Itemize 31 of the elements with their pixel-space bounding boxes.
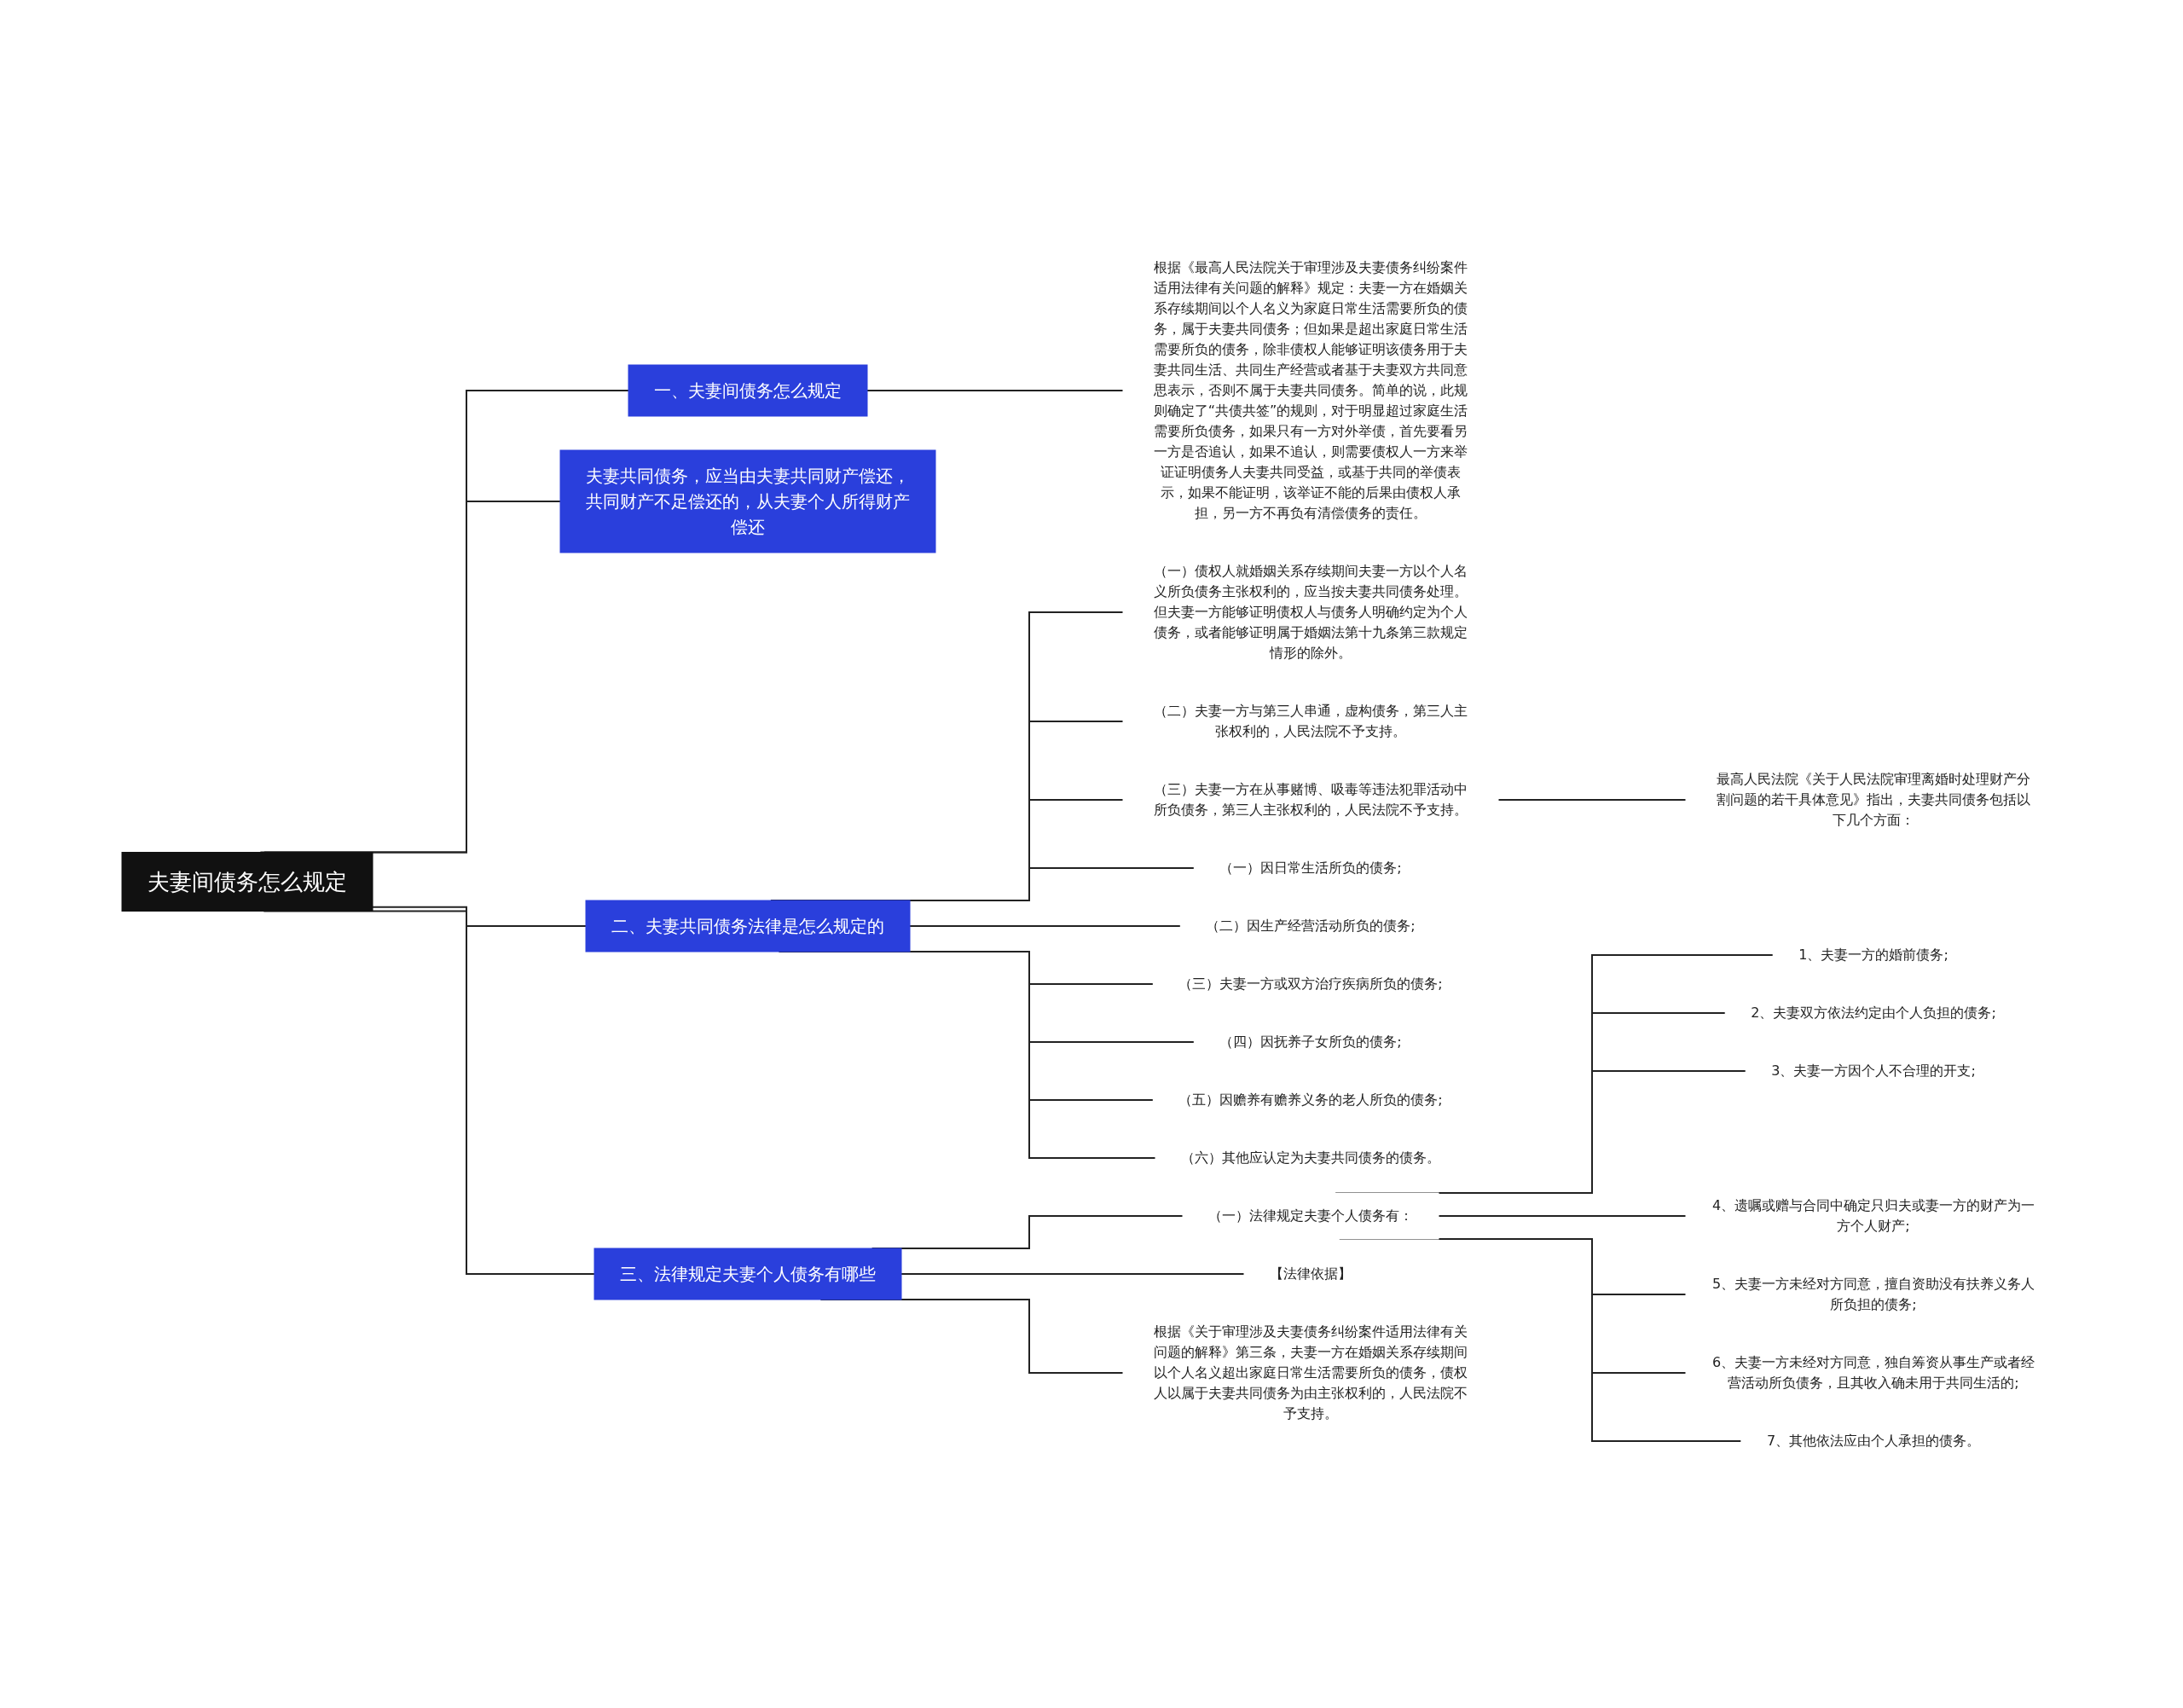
node-text: （二）夫妻一方与第三人串通，虚构债务，第三人主张权利的，人民法院不予支持。	[1154, 702, 1468, 739]
node-text: （六）其他应认定为夫妻共同债务的债务。	[1181, 1149, 1440, 1166]
node-text: 6、夫妻一方未经对方同意，独自筹资从事生产或者经营活动所负债务，且其收入确未用于共同生活的;	[1711, 1353, 2035, 1391]
node-text: （二）因生产经营活动所负的债务;	[1206, 917, 1416, 934]
connector	[1438, 1214, 1687, 1217]
node-text: （三）夫妻一方在从事赌博、吸毒等违法犯罪活动中所负债务，第三人主张权利的，人民法院不予支持。	[1154, 780, 1468, 818]
node-text: 最高人民法院《关于人民法院审理离婚时处理财产分割问题的若干具体意见》指出，夫妻共同债务包括以下几个方面：	[1717, 770, 2030, 828]
node-box	[121, 851, 373, 912]
node-box	[559, 449, 936, 553]
node-text: 2、夫妻双方依法约定由个人负担的债务;	[1751, 1004, 1996, 1021]
node-text: （一）债权人就婚姻关系存续期间夫妻一方以个人名义所负债务主张权利的，应当按夫妻共同债务处理。但夫妻一方能够证明债权人与债务人明确约定为个人债务，或者能够证明属于婚姻法第十九条第三款规定情形的除外。	[1154, 562, 1468, 661]
node-text: （五）因赡养有赡养义务的老人所负的债务;	[1178, 1091, 1443, 1108]
connector	[372, 906, 587, 927]
node-text: 根据《关于审理涉及夫妻债务纠纷案件适用法律有关问题的解释》第三条，夫妻一方在婚姻关系存续期间以个人名义超出家庭日常生活需要所负的债务，债权人以属于夫妻共同债务为由主张权利的，人民法院不予支持。	[1154, 1323, 1468, 1421]
connector	[900, 1272, 1245, 1275]
node-text: 5、夫妻一方未经对方同意，擅自资助没有扶养义务人所负担的债务;	[1711, 1275, 2035, 1312]
node-text: 7、其他依法应由个人承担的债务。	[1766, 1432, 1981, 1449]
node-text: 1、夫妻一方的婚前债务;	[1798, 946, 1948, 963]
node-box	[594, 1248, 902, 1300]
node-text: （四）因抚养子女所负的债务;	[1219, 1033, 1402, 1050]
node-text: 4、遗嘱或赠与合同中确定只归夫或妻一方的财产为一方个人财产;	[1711, 1196, 2035, 1234]
node-text: （三）夫妻一方或双方治疗疾病所负的债务;	[1178, 975, 1443, 992]
connector	[1497, 798, 1687, 801]
node-box	[585, 900, 911, 952]
node-text: 3、夫妻一方因个人不合理的开支;	[1771, 1062, 1976, 1079]
node-text: 根据《最高人民法院关于审理涉及夫妻债务纠纷案件适用法律有关问题的解释》规定：夫妻一方在婚姻关系存续期间以个人名义为家庭日常生活需要所负的债务，属于夫妻共同债务；但如果是超出家庭日常生活需要所负的债务，除非债权人能够证明该债务用于夫妻共同生活、共同生产经营或者基于夫妻双方共同意思表示，否则不属于夫妻共同债务。简单的说，此规则确定了“共债共签”的规则，对于明显超过家庭生活需要所负债务，如果只有一方对外举债，首先要看另一方是否追认，如果不追认，则需要债权人一方来举证证明债务人夫妻共同受益，或基于共同的举债表示，如果不能证明，该举证不能的后果由债权人承担，另一方不再负有清偿债务的责任。	[1153, 258, 1468, 521]
connector	[866, 389, 1124, 391]
node-box	[628, 364, 868, 416]
node-text: （一）因日常生活所负的债务;	[1219, 859, 1402, 876]
node-text: 【法律依据】	[1270, 1265, 1352, 1282]
connector	[909, 924, 1182, 927]
